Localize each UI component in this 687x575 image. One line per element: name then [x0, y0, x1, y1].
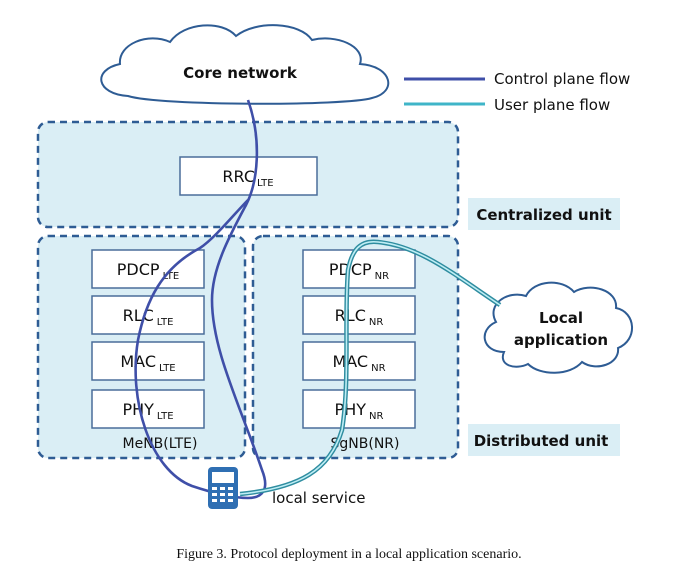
menb-mac-box: [91, 341, 205, 381]
centralized-unit-label: Centralized unit: [476, 206, 611, 224]
sgnb-rlc-box: [302, 295, 416, 335]
legend-user-label: User plane flow: [494, 96, 610, 114]
distributed-unit-label-bg: [468, 424, 620, 456]
sgnb-mac-box: [302, 341, 416, 381]
sgnb-label: SgNB(NR): [331, 436, 400, 452]
control-plane-flow-path: [134, 99, 267, 500]
distributed-unit-label: Distributed unit: [474, 432, 609, 450]
sgnb-phy-box: [302, 389, 416, 429]
figure-caption: Figure 3. Protocol deployment in a local…: [176, 547, 521, 562]
centralized-unit-label-bg: [468, 198, 620, 230]
menb-label: MeNB(LTE): [123, 436, 198, 452]
local-application-cloud: [483, 281, 633, 374]
sgnb-pdcp-box: [302, 249, 416, 289]
legend-control-label: Control plane flow: [494, 70, 630, 88]
rrc-box: [179, 156, 318, 196]
menb-phy-box: [91, 389, 205, 429]
menb-rlc-box: [91, 295, 205, 335]
core-network-label: Core network: [183, 64, 298, 82]
user-plane-flow: [239, 239, 502, 497]
local-application-label-line2: application: [514, 331, 608, 349]
user-plane-flow-path-inner: [239, 241, 501, 495]
local-application-label-line1: Local: [539, 309, 583, 327]
local-service-label: local service: [272, 489, 365, 507]
mobile-phone-icon: [208, 467, 238, 509]
core-network-cloud: [100, 24, 390, 105]
